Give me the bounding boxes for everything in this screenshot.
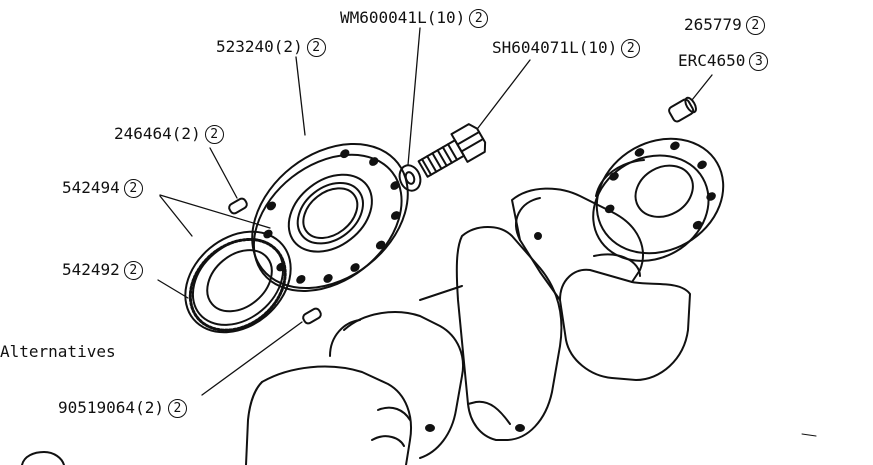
label-542494: 542494 2 (62, 178, 143, 198)
label-wm600041l: WM600041L(10) 2 (340, 8, 489, 28)
part-number: 542494 (62, 178, 120, 197)
part-number: 542492 (62, 260, 120, 279)
label-523240: 523240(2) 2 (216, 37, 326, 57)
quantity-circle: 2 (469, 8, 489, 28)
label-542492: 542492 2 (62, 260, 143, 280)
partial-callout-circle (21, 451, 65, 465)
bolt (417, 123, 487, 178)
label-246464: 246464(2) 2 (114, 124, 224, 144)
dowel-pin (228, 197, 248, 215)
label-erc4650: ERC4650 3 (678, 51, 769, 71)
quantity-circle: 2 (123, 260, 143, 280)
part-number: WM600041L(10) (340, 8, 466, 27)
seal-dowel (302, 307, 322, 325)
quantity-circle: 2 (167, 398, 187, 418)
alternatives-text: Alternatives (0, 342, 116, 361)
label-sh604071l: SH604071L(10) 2 (492, 38, 641, 58)
part-number: 265779 (684, 15, 742, 34)
seal-housing (251, 142, 409, 292)
plug (668, 96, 697, 123)
part-number: SH604071L(10) (492, 38, 618, 57)
part-number: 246464(2) (114, 124, 201, 143)
part-number: 523240(2) (216, 37, 303, 56)
quantity-circle: 2 (204, 124, 224, 144)
label-90519064: 90519064(2) 2 (58, 398, 187, 418)
quantity-circle: 2 (745, 15, 765, 35)
oil-seal (184, 230, 292, 334)
leader-lines (157, 27, 713, 396)
quantity-circle: 2 (123, 178, 143, 198)
quantity-circle: 2 (306, 37, 326, 57)
quantity-circle: 3 (749, 51, 769, 71)
part-number: 90519064(2) (58, 398, 164, 417)
crankshaft-body (245, 159, 691, 465)
label-265779: 265779 2 (684, 15, 765, 35)
quantity-circle: 2 (621, 38, 641, 58)
part-number: ERC4650 (678, 51, 746, 70)
scan-mark (801, 433, 817, 437)
crank-flange (592, 137, 725, 262)
